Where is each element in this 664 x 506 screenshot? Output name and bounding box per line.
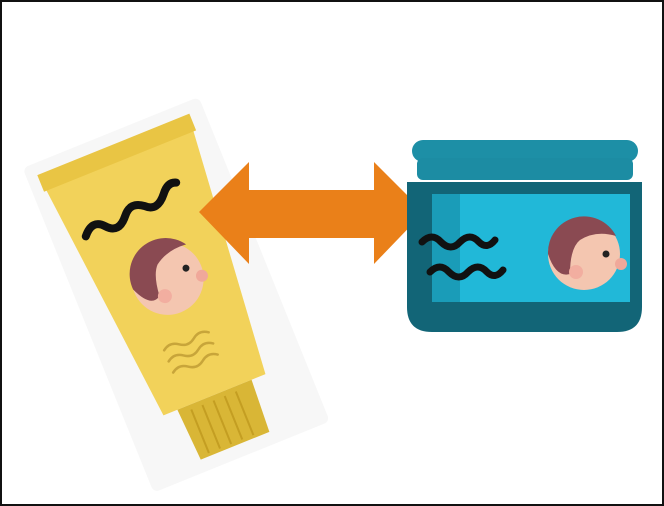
- jar-face-eye: [603, 251, 610, 258]
- cream-tube: [23, 97, 330, 493]
- jar-lid-rim: [417, 158, 633, 180]
- jar-face-cheek: [569, 265, 583, 279]
- jar-face-nose: [615, 258, 627, 270]
- hair-jar: [407, 140, 642, 332]
